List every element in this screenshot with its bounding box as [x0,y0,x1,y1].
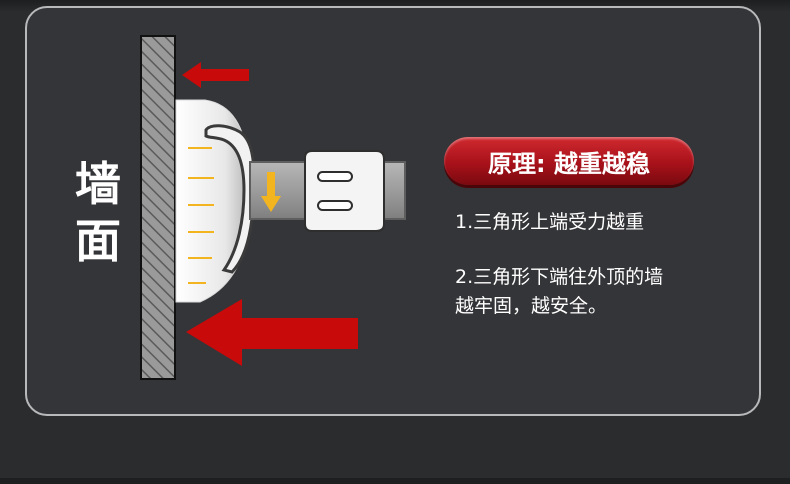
bottom-edge [0,478,790,484]
point-1-text: 1.三角形上端受力越重 [455,211,645,233]
wall-label: 墙 面 [70,156,126,270]
load-lines [188,147,214,284]
point-1: 1.三角形上端受力越重 [455,208,644,237]
point-2-line-2: 越牢固，越安全。 [455,295,608,317]
principle-title-pill: 原理: 越重越稳 [444,137,694,185]
point-2: 2.三角形下端往外顶的墙 越牢固，越安全。 [455,263,663,321]
arrow-left-large-icon [186,299,358,366]
point-2-line-1: 2.三角形下端往外顶的墙 [455,266,664,288]
bracket [175,99,256,303]
wall [140,35,176,380]
wall-label-char-1: 墙 [75,157,121,211]
arrow-down-yellow-icon [261,172,281,212]
connector [304,150,385,232]
principle-title: 原理: 越重越稳 [488,149,650,178]
wall-label-char-2: 面 [75,214,121,268]
arrow-left-small-icon [182,62,249,88]
